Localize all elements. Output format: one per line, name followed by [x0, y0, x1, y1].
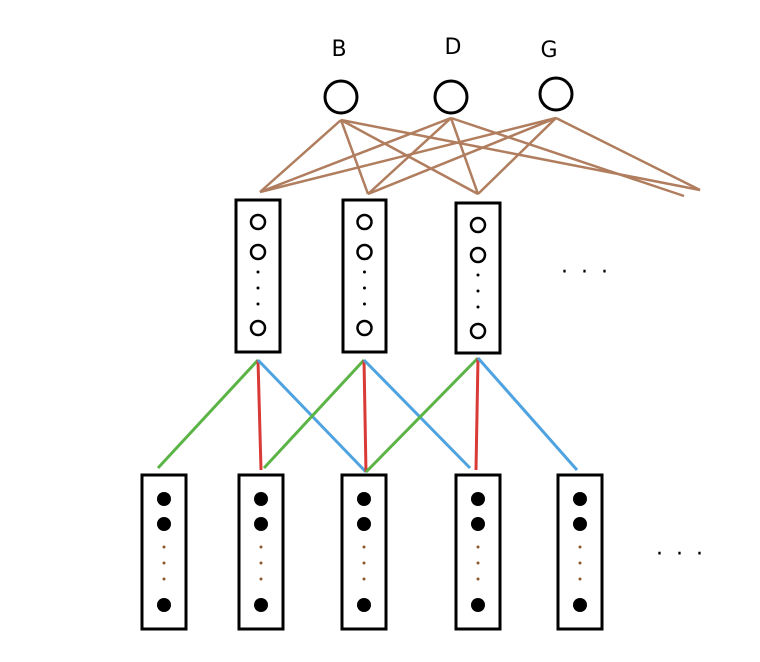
top-to-middle-connections: [259, 116, 701, 198]
bottom-box-5: [556, 473, 604, 631]
brown-edge: [340, 118, 701, 192]
ellipsis-dot: [476, 545, 480, 549]
ellipsis-dot: [476, 273, 480, 277]
ellipsis-dot: [162, 561, 166, 565]
hollow-unit: [249, 243, 267, 261]
filled-unit: [357, 598, 371, 612]
ellipsis-dot: [363, 302, 366, 306]
hollow-unit: [356, 319, 373, 337]
brown-edge: [367, 117, 452, 195]
brown-edge: [450, 116, 685, 198]
bottom-box-3: [340, 473, 388, 631]
ellipsis-dot: [259, 577, 263, 581]
ellipsis-dot: [578, 545, 582, 549]
node-label-g: G: [540, 38, 557, 63]
ellipsis-dot: [363, 286, 366, 290]
middle-to-bottom-connections: [156, 356, 579, 474]
filled-unit: [471, 492, 485, 506]
brown-edge: [555, 116, 701, 192]
colored-edge: [474, 357, 480, 471]
ellipsis-dot: [578, 561, 582, 565]
hollow-unit: [356, 243, 373, 261]
middle-box-2: [341, 198, 388, 354]
bottom-ellipsis: · · ·: [656, 542, 706, 567]
ellipsis-dot: [578, 577, 582, 581]
brown-edge: [339, 119, 370, 195]
colored-edge: [476, 357, 579, 471]
ellipsis-dot: [362, 561, 366, 565]
top-node-b: [323, 79, 359, 115]
ellipsis-dot: [476, 577, 480, 581]
ellipsis-dot: [162, 545, 166, 549]
filled-unit: [471, 598, 485, 612]
filled-unit: [254, 492, 268, 506]
colored-edge: [364, 356, 480, 474]
node-label-d: D: [445, 35, 462, 60]
filled-unit: [157, 598, 171, 612]
colored-edge: [256, 359, 263, 471]
ellipsis-dot: [476, 561, 480, 565]
ellipsis-dot: [362, 577, 366, 581]
ellipsis-dot: [256, 302, 260, 306]
top-node-d: [433, 79, 469, 115]
ellipsis-dot: [256, 286, 260, 290]
ellipsis-dot: [476, 289, 480, 293]
ellipsis-dot: [476, 305, 480, 309]
brown-edge: [259, 119, 342, 193]
filled-unit: [157, 492, 171, 506]
ellipsis-dot: [162, 577, 166, 581]
filled-unit: [357, 492, 371, 506]
filled-unit: [254, 517, 268, 531]
bottom-box-4: [454, 473, 502, 631]
filled-unit: [573, 492, 587, 506]
top-node-g: [538, 76, 574, 112]
brown-edge: [367, 116, 557, 196]
bottom-layer: [140, 473, 604, 631]
middle-ellipsis: · · ·: [561, 260, 611, 285]
ellipsis-dot: [256, 270, 260, 274]
filled-unit: [573, 517, 587, 531]
top-layer: B D G: [323, 35, 574, 115]
node-label-b: B: [331, 37, 346, 62]
hollow-unit: [469, 322, 487, 340]
brown-edge: [259, 116, 452, 194]
hollow-unit: [249, 213, 267, 231]
ellipsis-dot: [362, 545, 366, 549]
filled-unit: [157, 517, 171, 531]
brown-edge: [259, 116, 557, 194]
ellipsis-dot: [363, 270, 366, 274]
ellipsis-dot: [259, 561, 263, 565]
filled-unit: [254, 598, 268, 612]
hollow-unit: [469, 216, 487, 234]
bottom-box-1: [140, 473, 188, 631]
filled-unit: [357, 517, 371, 531]
middle-layer: [234, 198, 502, 355]
hollow-unit: [356, 213, 373, 231]
hollow-unit: [249, 319, 267, 337]
colored-edge: [362, 358, 472, 470]
ellipsis-dot: [259, 545, 263, 549]
middle-box-3: [454, 201, 502, 355]
middle-box-1: [234, 198, 282, 354]
colored-edge: [156, 358, 260, 470]
filled-unit: [471, 517, 485, 531]
colored-edge: [362, 359, 368, 473]
brown-edge: [477, 117, 557, 195]
bottom-box-2: [237, 473, 285, 631]
filled-unit: [573, 598, 587, 612]
hollow-unit: [469, 246, 487, 264]
colored-edge: [262, 358, 366, 470]
